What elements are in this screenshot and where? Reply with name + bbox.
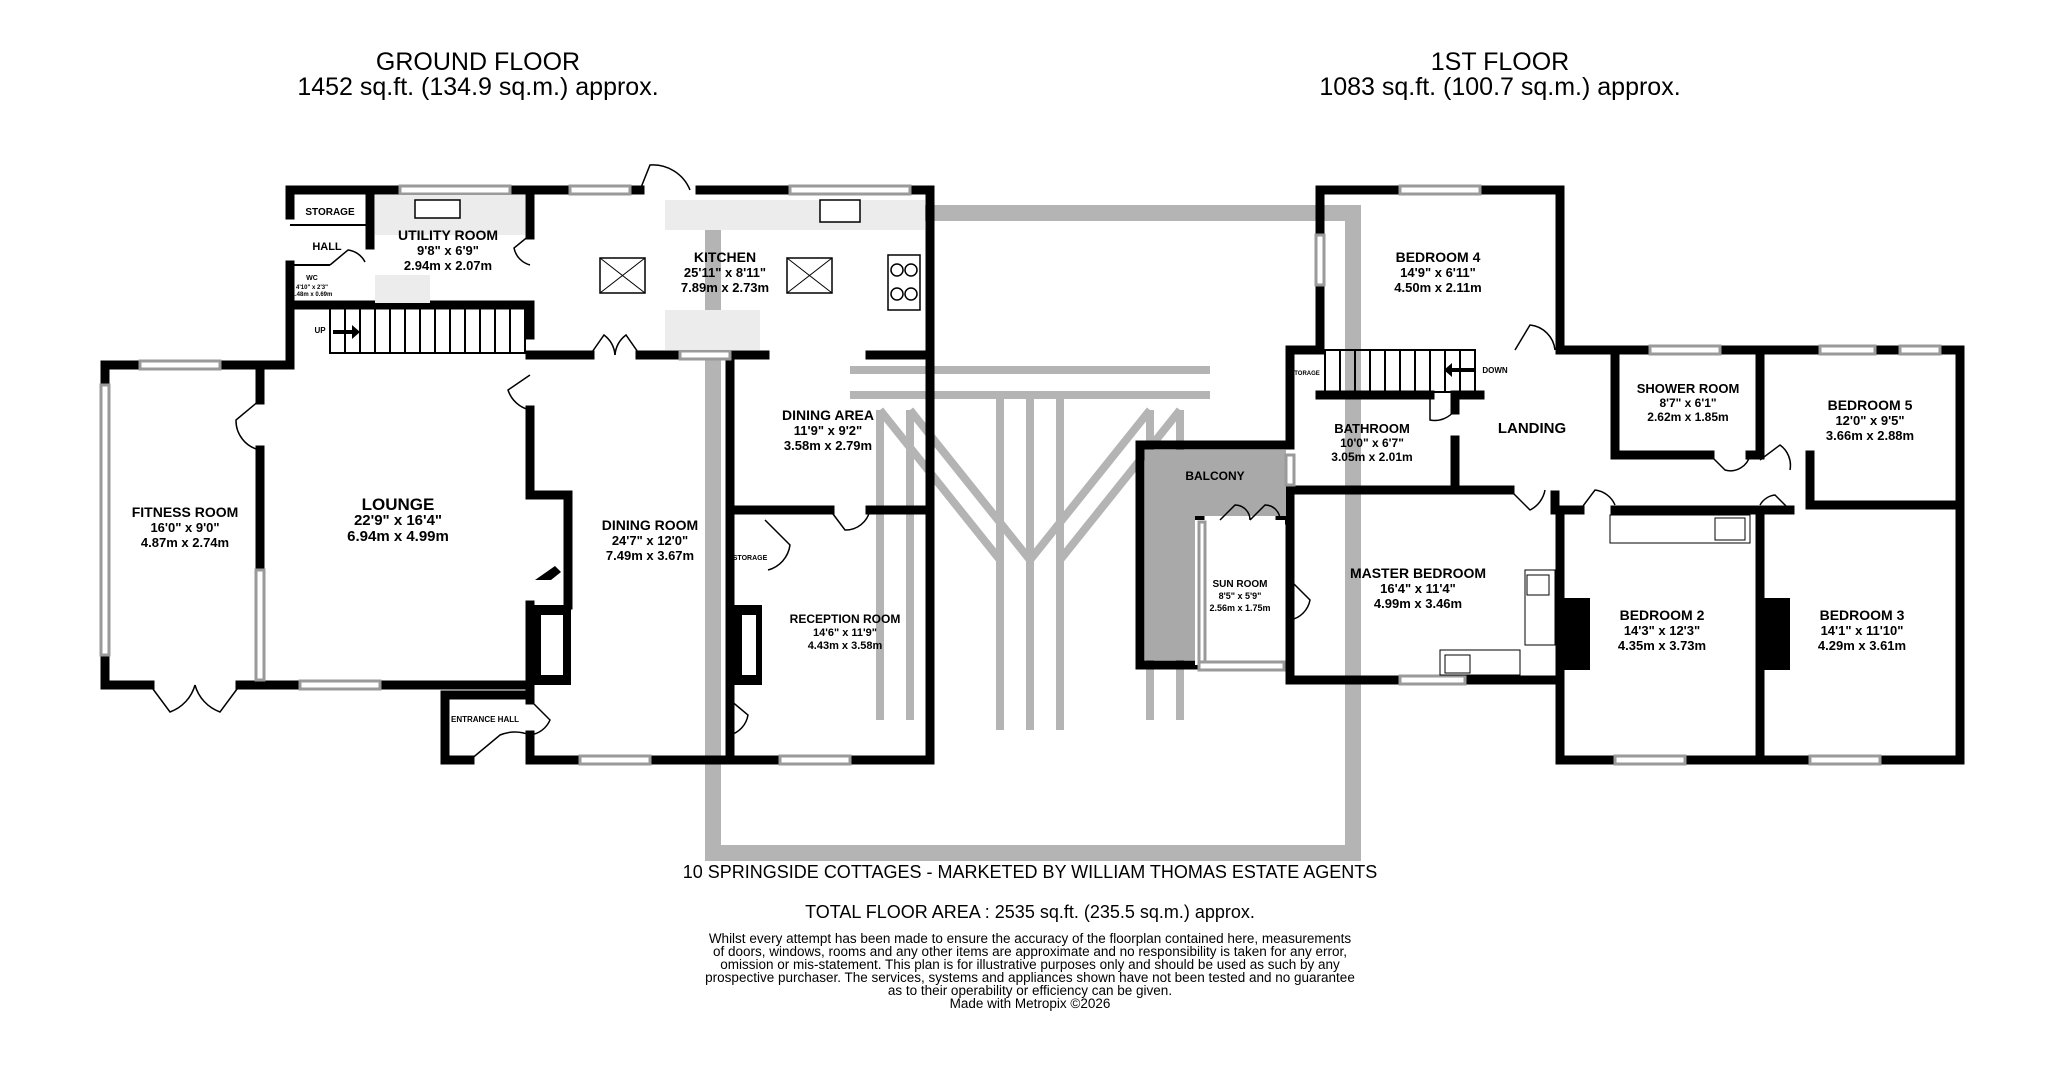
dining-room-imperial: 24'7" x 12'0": [612, 533, 688, 548]
kitchen-name: KITCHEN: [694, 249, 756, 265]
bedroom-5-metric: 3.66m x 2.88m: [1826, 428, 1914, 443]
dining-area-imperial: 11'9" x 9'2": [794, 423, 862, 438]
ground-floor-title: GROUND FLOOR: [376, 48, 580, 76]
ground-floor-stairs: [329, 307, 526, 354]
disclaimer-line-3: omission or mis-statement. This plan is …: [720, 957, 1340, 972]
ground-floor-doors: [149, 164, 871, 761]
dining-room-name: DINING ROOM: [602, 517, 698, 533]
shower-room-name: SHOWER ROOM: [1637, 381, 1740, 396]
kitchen-fixtures: [375, 195, 925, 350]
balcony-label: BALCONY: [1185, 469, 1244, 483]
ground-floor-area: 1452 sq.ft. (134.9 sq.m.) approx.: [297, 73, 658, 101]
disclaimer-line-2: of doors, windows, rooms and any other i…: [713, 944, 1347, 959]
disclaimer-line-5: as to their operability or efficiency ca…: [888, 983, 1172, 998]
kitchen-imperial: 25'11" x 8'11": [684, 265, 766, 280]
first-floor-labels: BEDROOM 4 14'9" x 6'11" 4.50m x 2.11m ST…: [1185, 249, 1914, 653]
lounge-metric: 6.94m x 4.99m: [347, 528, 449, 545]
first-floor-chimneys: [1439, 514, 1790, 676]
fitness-room-imperial: 16'0" x 9'0": [150, 520, 219, 535]
bedroom-4-metric: 4.50m x 2.11m: [1394, 280, 1481, 295]
lounge-imperial: 22'9" x 16'4": [354, 512, 442, 529]
wc-metric: 1.48m x 0.69m: [292, 292, 333, 298]
wc-imperial: 4'10" x 2'3": [296, 285, 328, 291]
total-floor-area: TOTAL FLOOR AREA : 2535 sq.ft. (235.5 sq…: [805, 902, 1255, 922]
first-floor-title: 1ST FLOOR: [1431, 48, 1569, 76]
storage-2-label: STORAGE: [733, 555, 768, 562]
master-bedroom-metric: 4.99m x 3.46m: [1374, 596, 1462, 611]
bathroom-imperial: 10'0" x 6'7": [1340, 436, 1404, 450]
reception-room-metric: 4.43m x 3.58m: [808, 640, 883, 652]
shower-room-metric: 2.62m x 1.85m: [1647, 410, 1728, 424]
entrance-hall-label: ENTRANCE HALL: [451, 715, 519, 724]
first-floor-doors: [1219, 324, 1792, 621]
bedroom-2-metric: 4.35m x 3.73m: [1618, 638, 1706, 653]
reception-room-imperial: 14'6" x 11'9": [813, 627, 877, 639]
bathroom-name: BATHROOM: [1334, 421, 1410, 436]
ground-floor-labels: STORAGE HALL WC 4'10" x 2'3" 1.48m x 0.6…: [132, 207, 901, 724]
ground-floor-windows: [99, 184, 912, 766]
shower-room-imperial: 8'7" x 6'1": [1659, 396, 1716, 410]
hall-label: HALL: [312, 241, 342, 253]
storage-label: STORAGE: [305, 207, 355, 218]
first-floor-windows: [1197, 184, 1942, 766]
bedroom-5-name: BEDROOM 5: [1828, 397, 1913, 413]
utility-room-name: UTILITY ROOM: [398, 227, 498, 243]
bedroom-3-imperial: 14'1" x 11'10": [1821, 623, 1904, 638]
fitness-room-name: FITNESS ROOM: [132, 504, 239, 520]
disclaimer-line-4: prospective purchaser. The services, sys…: [705, 970, 1355, 985]
storage-ff-label: STORAGE: [1290, 371, 1320, 377]
bedroom-3-metric: 4.29m x 3.61m: [1818, 638, 1906, 653]
made-with-metropix: Made with Metropix ©2026: [950, 996, 1111, 1011]
bedroom-2-imperial: 14'3" x 12'3": [1624, 623, 1700, 638]
reception-room-name: RECEPTION ROOM: [790, 612, 901, 626]
bedroom-4-imperial: 14'9" x 6'11": [1400, 265, 1476, 280]
down-label: DOWN: [1482, 366, 1508, 375]
bedroom-2-name: BEDROOM 2: [1620, 607, 1705, 623]
utility-room-metric: 2.94m x 2.07m: [404, 258, 492, 273]
bedroom-5-imperial: 12'0" x 9'5": [1835, 413, 1904, 428]
up-label: UP: [314, 326, 326, 335]
master-bedroom-imperial: 16'4" x 11'4": [1380, 581, 1456, 596]
disclaimer-line-1: Whilst every attempt has been made to en…: [709, 931, 1352, 946]
bedroom-3-name: BEDROOM 3: [1820, 607, 1905, 623]
property-address: 10 SPRINGSIDE COTTAGES - MARKETED BY WIL…: [683, 862, 1377, 882]
ground-floor-header: GROUND FLOOR 1452 sq.ft. (134.9 sq.m.) a…: [297, 48, 658, 101]
footer: 10 SPRINGSIDE COTTAGES - MARKETED BY WIL…: [683, 862, 1377, 1011]
sun-room-metric: 2.56m x 1.75m: [1209, 603, 1270, 613]
dining-room-metric: 7.49m x 3.67m: [606, 548, 694, 563]
bathroom-metric: 3.05m x 2.01m: [1331, 450, 1412, 464]
lounge-name: LOUNGE: [362, 495, 435, 514]
fitness-room-metric: 4.87m x 2.74m: [141, 535, 229, 550]
utility-room-imperial: 9'8" x 6'9": [417, 243, 479, 258]
first-floor-stairs: [1324, 349, 1476, 393]
first-floor-header: 1ST FLOOR 1083 sq.ft. (100.7 sq.m.) appr…: [1319, 48, 1680, 101]
dining-area-metric: 3.58m x 2.79m: [784, 438, 872, 453]
dining-area-name: DINING AREA: [782, 407, 874, 423]
bedroom-4-name: BEDROOM 4: [1396, 249, 1481, 265]
sun-room-name: SUN ROOM: [1213, 579, 1268, 590]
wc-label: WC: [306, 275, 318, 282]
master-bedroom-name: MASTER BEDROOM: [1350, 565, 1486, 581]
sun-room-imperial: 8'5" x 5'9": [1219, 591, 1262, 601]
landing-label: LANDING: [1498, 420, 1566, 437]
balcony-area: [1145, 450, 1286, 665]
kitchen-metric: 7.89m x 2.73m: [681, 280, 769, 295]
first-floor-area: 1083 sq.ft. (100.7 sq.m.) approx.: [1319, 73, 1680, 101]
